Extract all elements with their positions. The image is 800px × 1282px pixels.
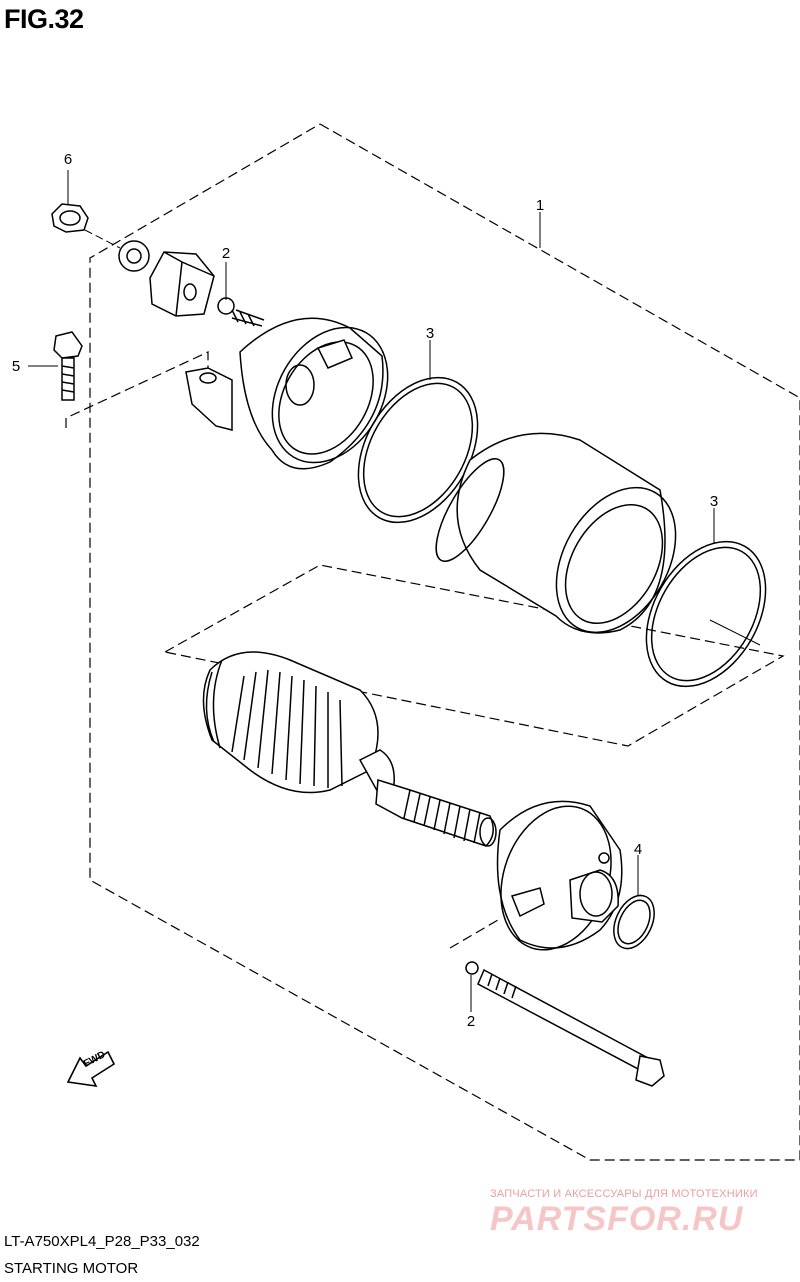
o-ring-part-2-bottom: [465, 961, 479, 975]
callout-6: 6: [63, 151, 73, 168]
fwd-arrow-icon: [66, 1050, 116, 1088]
bracket-guide-line: [65, 351, 209, 428]
front-housing: [496, 800, 623, 951]
bolt-guide-line: [449, 919, 499, 949]
armature: [202, 651, 497, 847]
callout-2-bottom: 2: [466, 1013, 476, 1030]
callout-3-lower: 3: [709, 493, 719, 510]
model-code: LT-A750XPL4_P28_P33_032: [4, 1233, 200, 1250]
watermark-brand: PARTSFOR.RU: [490, 1200, 744, 1238]
bolt-part-5: [53, 331, 83, 401]
washer: [118, 240, 150, 272]
part-name: STARTING MOTOR: [4, 1260, 139, 1277]
o-ring-part-2-top: [217, 297, 235, 315]
armature-guide-line: [164, 564, 785, 747]
callout-1: 1: [535, 197, 545, 214]
callout-5: 5: [11, 358, 21, 375]
o-ring-part-4: [613, 894, 655, 950]
o-ring-part-3-lower: [645, 540, 767, 688]
callout-4: 4: [633, 841, 643, 858]
yoke-housing: [435, 432, 677, 634]
callout-2-top: 2: [221, 245, 231, 262]
assembly-outline: [89, 123, 800, 1161]
nut-part-6: [51, 203, 89, 233]
callout-3-upper: 3: [425, 325, 435, 342]
figure-title: FIG.32: [4, 4, 84, 34]
terminal-cap: [149, 251, 215, 317]
watermark-tagline: ЗАПЧАСТИ И АКСЕССУАРЫ ДЛЯ МОТОТЕХНИКИ: [490, 1188, 758, 1200]
rear-housing: [185, 309, 389, 470]
through-bolt: [477, 968, 665, 1087]
